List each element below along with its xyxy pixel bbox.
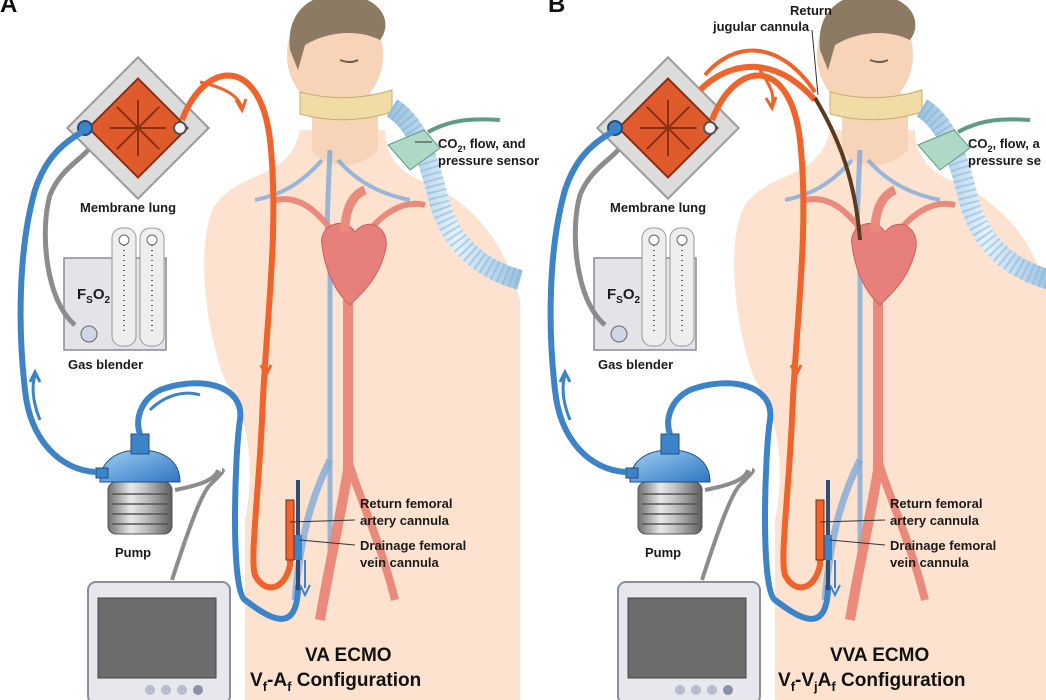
gas-blender-label: Gas blender [598,357,673,372]
sensor-label-line2: pressure se [968,153,1041,168]
flow-arrow [31,374,42,421]
panel-letter: B [548,0,565,18]
config-title-line1: VVA ECMO [830,645,929,666]
panel-b: B Return jugular cannula Membrane lung F… [548,0,1046,700]
sensor-label-line1: CO2, flow, and [438,136,526,154]
drainage-cannula-label-line1: Drainage femoral [890,538,996,553]
panel-a: A Membrane lung FSO2 Gas blender Pump CO… [0,0,539,700]
pump-label: Pump [115,545,151,560]
jugular-cannula-label-line1: Return [790,3,832,18]
pump-label: Pump [645,545,681,560]
sensor-label-line2: pressure sensor [438,153,539,168]
flow-arrow [148,391,201,412]
config-title-line2: Vf-VjAf Configuration [778,670,966,694]
config-title-line2: Vf-Af Configuration [250,670,421,694]
sensor-label-line1: CO2, flow, a [968,136,1040,154]
fso2-label: FSO2 [607,286,641,306]
return-femoral-cannula [815,499,825,561]
return-cannula-label-line1: Return femoral [890,496,982,511]
return-femoral-cannula [285,499,295,561]
fso2-label: FSO2 [77,286,111,306]
return-cannula-label-line1: Return femoral [360,496,452,511]
config-title-line1: VA ECMO [305,645,392,666]
flow-arrow [561,374,572,421]
drainage-cannula-label-line2: vein cannula [890,555,970,570]
membrane-lung-label: Membrane lung [80,200,176,215]
panel-letter: A [0,0,17,18]
gas-blender-label: Gas blender [68,357,143,372]
return-cannula-label-line2: artery cannula [360,513,450,528]
flow-arrow [264,329,270,373]
flow-arrow [794,329,800,373]
jugular-cannula [813,96,862,241]
return-cannula-label-line2: artery cannula [890,513,980,528]
jugular-return-line [697,63,818,102]
jugular-cannula-label-line2: jugular cannula [712,19,810,34]
drainage-cannula-label-line2: vein cannula [360,555,440,570]
membrane-lung-label: Membrane lung [610,200,706,215]
flow-arrow [199,80,244,109]
drainage-cannula-label-line1: Drainage femoral [360,538,466,553]
